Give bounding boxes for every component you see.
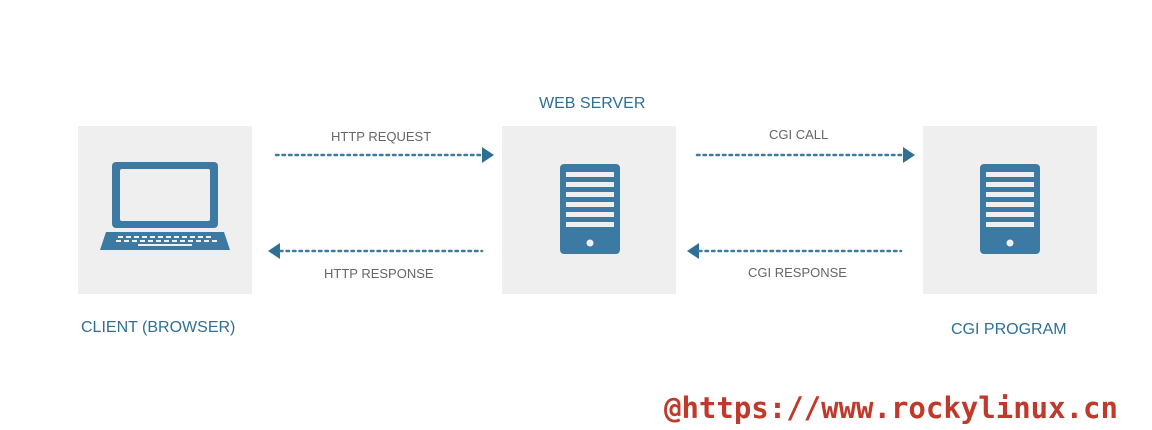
client-caption: CLIENT (BROWSER) xyxy=(81,319,236,336)
http-request-label: HTTP REQUEST xyxy=(331,129,432,144)
client-node xyxy=(78,126,252,294)
web-server-caption: WEB SERVER xyxy=(539,95,646,112)
cgi-response-arrow xyxy=(687,243,903,259)
cgi-program-node xyxy=(923,126,1097,294)
cgi-call-arrow xyxy=(695,147,915,163)
cgi-call-label: CGI CALL xyxy=(769,127,829,142)
web-server-node xyxy=(502,126,676,294)
laptop-icon xyxy=(100,162,230,250)
watermark-text: @https://www.rockylinux.cn xyxy=(664,391,1118,425)
http-response-label: HTTP RESPONSE xyxy=(324,266,434,281)
cgi-program-caption: CGI PROGRAM xyxy=(951,321,1067,338)
server-icon xyxy=(560,164,620,254)
http-request-arrow xyxy=(274,147,494,163)
http-response-arrow xyxy=(268,243,484,259)
server-icon xyxy=(980,164,1040,254)
cgi-response-label: CGI RESPONSE xyxy=(748,265,847,280)
